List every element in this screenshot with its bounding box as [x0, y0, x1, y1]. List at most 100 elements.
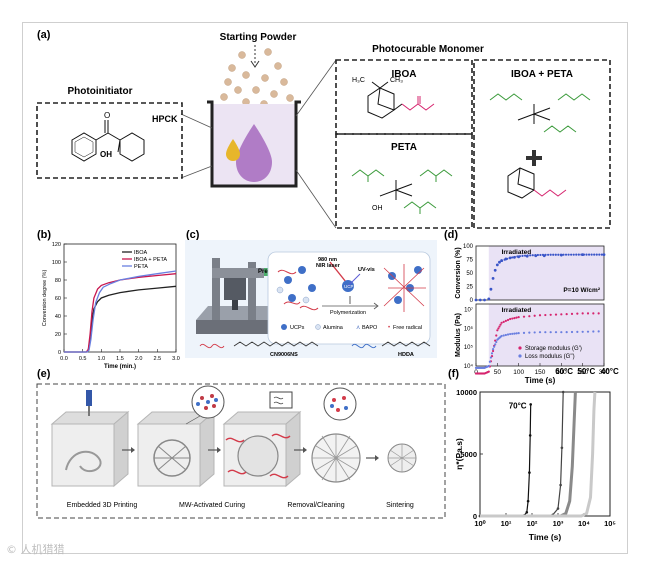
chart-d-xtick-label: 300: [599, 369, 610, 376]
legend-ucps: UCPs: [290, 325, 305, 331]
chart-d-modulus-point: [581, 312, 584, 315]
panel-label-c: (c): [186, 229, 200, 241]
chart-d-top-ytick-label: 0: [470, 298, 474, 304]
chart-b-ytick-label: 20: [55, 332, 61, 338]
chart-d-conversion-point: [536, 253, 539, 257]
iboa-ch3-label: CH₃: [390, 77, 403, 84]
chart-b-ytick-label: 60: [55, 296, 61, 302]
chart-b-xtick-label: 2.0: [135, 356, 143, 362]
chart-d-conversion-point: [585, 253, 588, 256]
step-removal-cleaning: Removal/Cleaning: [287, 502, 344, 509]
chart-f-ylabel: η*(Pa.s): [454, 438, 464, 470]
hpck-o-label: O: [104, 111, 110, 120]
cleaned-structure: [311, 387, 361, 483]
chart-b-ylabel: Conversion degree (%): [42, 270, 48, 327]
chart-f-xtick-label: 10⁰: [474, 519, 486, 528]
chart-d-xtick-label: 50: [494, 369, 502, 376]
chart-d-conversion-point: [593, 253, 596, 256]
chart-d-modulus-point: [515, 316, 518, 319]
iboa-peta-structure: [489, 93, 591, 199]
panel-label-e: (e): [37, 368, 51, 380]
chart-d-legend-label: Storage modulus (G'): [525, 346, 582, 352]
sintered-structure: [387, 443, 417, 473]
chart-d-xtick-label: 150: [535, 369, 546, 376]
chart-d-conversion-point: [590, 253, 593, 256]
chart-d-conversion-point: [500, 259, 504, 262]
chart-f-xtick-label: 10¹: [501, 519, 512, 528]
chart-d-modulus-point: [554, 313, 558, 316]
iboa-box: [335, 59, 473, 135]
chart-d-conversion-point: [567, 253, 570, 256]
chart-b-series-line: [64, 270, 177, 353]
chart-f-series-label: 50°C: [577, 367, 595, 376]
chart-d-conversion-point: [595, 253, 598, 256]
chart-d-xtick-label: 100: [513, 369, 524, 376]
chart-d-conversion-point: [549, 253, 552, 256]
cube-curing-active: [222, 391, 302, 488]
chart-d-top-ylabel: Conversion (%): [455, 247, 462, 298]
chart-d-conversion-point: [577, 253, 580, 256]
chart-d-conversion-point: [523, 254, 527, 257]
panel-e-box: [36, 383, 446, 519]
panel-label-f: (f): [448, 368, 459, 380]
chart-f-series-marker: [561, 390, 565, 394]
chart-b-series-line: [64, 285, 177, 353]
chart-d-bottom-ytick-label: 10⁴: [464, 363, 474, 370]
chart-d-modulus-point: [549, 331, 552, 334]
uv-vis-label: UV-vis: [358, 267, 375, 273]
chart-f-ytick-label: 0: [473, 512, 477, 521]
chart-d-conversion-point: [602, 253, 606, 257]
chart-d-modulus-point: [533, 331, 536, 334]
chart-d-modulus-point: [500, 321, 503, 324]
nir-laser-label: NIR laser: [316, 263, 341, 269]
chart-d-modulus-point: [586, 312, 590, 315]
laser-label: 980 nm: [318, 257, 337, 263]
chart-d-modulus-point: [576, 312, 579, 315]
polymerization-label: Polymerization: [330, 310, 366, 316]
chart-f-series-marker: [528, 471, 531, 474]
peta-structure: [351, 169, 453, 214]
watermark: © 人机猎猎: [6, 543, 65, 556]
chart-d-modulus-point: [538, 331, 542, 334]
starting-powder-label: Starting Powder: [220, 32, 297, 43]
chart-f-series-marker: [528, 434, 532, 437]
chart-b-ytick-label: 0: [58, 350, 61, 356]
chart-d-conversion-point: [493, 268, 497, 272]
radical-icon: •: [388, 325, 390, 331]
chart-d-legend-swatch: [518, 346, 522, 350]
chart-d-modulus-point: [560, 313, 563, 316]
chart-d-modulus-point: [515, 332, 518, 335]
chart-d-conversion-point: [508, 256, 511, 260]
chart-b-xtick-label: 2.5: [154, 356, 162, 362]
chart-d-conversion-point: [518, 255, 522, 258]
chart-d-modulus-point: [509, 317, 512, 321]
chart-b-legend-label: IBOA + PETA: [134, 257, 167, 263]
chart-d-modulus-point: [497, 327, 500, 330]
chart-d-bottom-ytick-label: 10⁶: [464, 325, 474, 332]
chart-d-legend-swatch: [518, 354, 522, 358]
iboa-h3c-label: H₃C: [352, 77, 365, 84]
chart-d-modulus-point: [509, 332, 512, 336]
chart-d-conversion-point: [487, 297, 491, 301]
chart-d-conversion-point: [570, 253, 573, 256]
cube-embedded-printing: [50, 390, 130, 488]
chart-d-modulus-point: [491, 349, 495, 353]
resin-vat: [207, 100, 301, 188]
chart-d-modulus-point: [597, 312, 600, 315]
chart-d-conversion-point: [511, 256, 514, 259]
chart-d-modulus-point: [528, 331, 531, 334]
chart-d-modulus-point: [489, 356, 493, 359]
chart-d-conversion-point: [572, 253, 575, 256]
chart-b-xlabel: Time (min.): [104, 364, 136, 370]
chart-d-conversion-point: [557, 253, 560, 256]
chart-d-bottom-ytick-label: 10⁵: [464, 344, 474, 351]
iboa-peta-label: IBOA + PETA: [511, 69, 573, 80]
chart-d-conversion-point: [559, 253, 563, 256]
chart-d-conversion-point: [600, 253, 603, 256]
chart-f-series-label: 70°C: [509, 401, 527, 410]
chart-d-power-label: P=10 W/cm²: [563, 287, 601, 294]
chart-d-conversion-point: [547, 253, 550, 256]
chart-d-modulus-point: [565, 330, 568, 334]
chart-d-modulus-point: [570, 312, 574, 315]
